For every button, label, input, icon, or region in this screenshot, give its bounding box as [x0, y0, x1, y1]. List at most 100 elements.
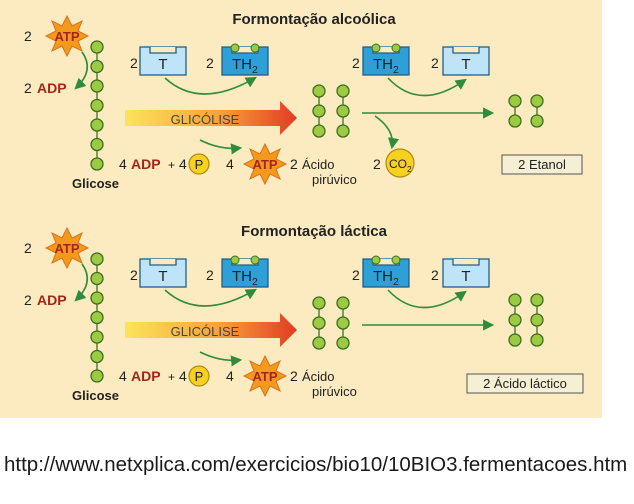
glycolysis-atp-arrow — [199, 351, 243, 367]
hydrogen-icon — [391, 255, 401, 265]
t-coefficient: 2 — [130, 267, 138, 283]
molecule-bead-icon — [508, 333, 522, 347]
glicolise-arrow — [125, 101, 297, 135]
th2-right-coefficient: 2 — [352, 55, 360, 71]
molecule-bead-icon — [312, 84, 326, 98]
molecule-bead-icon — [336, 84, 350, 98]
molecule-bead-icon — [508, 94, 522, 108]
product-box — [466, 373, 584, 394]
molecule-bead-icon — [90, 118, 104, 132]
glicolise-arrow — [125, 313, 297, 347]
hydrogen-icon — [230, 43, 240, 53]
molecule-bead-icon — [90, 349, 104, 364]
adp-label: ADP — [37, 292, 67, 308]
th2-right-coefficient: 2 — [352, 267, 360, 283]
co2-coefficient: 2 — [373, 156, 381, 172]
plus-sign: + — [168, 370, 175, 384]
molecule-bead-icon — [336, 316, 350, 330]
molecule-bead-icon — [530, 94, 544, 108]
t-label: T — [158, 56, 167, 73]
piruvico-label-line2: pirúvico — [312, 384, 357, 399]
molecule-bead-icon — [312, 104, 326, 118]
molecule-bead-icon — [312, 124, 326, 138]
carrier-notch — [452, 47, 480, 54]
molecule-bead-icon — [90, 79, 104, 93]
t-coefficient: 2 — [130, 55, 138, 71]
product-box — [501, 154, 583, 175]
molecule-bead-icon — [508, 313, 522, 327]
molecule-bead-icon — [530, 313, 544, 327]
section-title: Formontação alcoólica — [232, 11, 396, 28]
th2-label: TH2 — [232, 268, 258, 288]
plus-sign: + — [168, 158, 175, 172]
th2-to-t-arrow — [387, 289, 467, 309]
molecule-bead-icon — [312, 296, 326, 310]
th2-right-label: TH2 — [373, 268, 399, 288]
atp-label: ATP — [252, 157, 277, 172]
co2-arrow — [374, 115, 400, 150]
piruvico-label-line2: pirúvico — [312, 172, 357, 187]
hydrogen-icon — [391, 43, 401, 53]
adp-label: ADP — [37, 80, 67, 96]
molecule-bead-icon — [508, 114, 522, 128]
t-to-th2-arrow — [164, 76, 257, 95]
phosphate-icon — [188, 153, 210, 175]
molecule-bead-icon — [336, 336, 350, 350]
molecule-bead-icon — [312, 316, 326, 330]
t-right-coefficient: 2 — [431, 55, 439, 71]
th2-label: TH2 — [232, 56, 258, 76]
molecule-bead-icon — [336, 296, 350, 310]
product-label: 2 Etanol — [518, 157, 566, 172]
adp-bottom-coefficient: 4 — [119, 156, 127, 172]
molecule-bead-icon — [90, 252, 104, 266]
molecule-bead-icon — [508, 293, 522, 307]
piruvico-label-line1: Ácido — [302, 157, 335, 172]
adp-coefficient: 2 — [24, 80, 32, 96]
hydrogen-icon — [250, 255, 260, 265]
th2-coefficient: 2 — [206, 55, 214, 71]
adp-bottom-coefficient: 4 — [119, 368, 127, 384]
molecule-bead-icon — [90, 98, 104, 113]
molecule-bead-icon — [90, 330, 104, 344]
th2-coefficient: 2 — [206, 267, 214, 283]
glycolysis-atp-arrow — [199, 139, 243, 155]
glicolise-label: GLICÓLISE — [171, 324, 240, 339]
molecule-bead-icon — [90, 369, 104, 383]
hydrogen-icon — [371, 43, 381, 53]
product-label: 2 Ácido láctico — [483, 376, 567, 391]
th2-to-t-arrow — [387, 77, 467, 97]
phosphate-coefficient: 4 — [179, 156, 187, 172]
co2-icon — [385, 148, 415, 178]
molecule-bead-icon — [530, 114, 544, 128]
source-url[interactable]: http://www.netxplica.com/exercicios/bio1… — [4, 453, 628, 476]
molecule-bead-icon — [90, 59, 104, 74]
molecule-bead-icon — [90, 157, 104, 171]
atp-coefficient: 2 — [24, 28, 32, 44]
carrier-notch — [149, 47, 177, 54]
atp-label: ATP — [252, 369, 277, 384]
t-right-coefficient: 2 — [431, 267, 439, 283]
molecule-bead-icon — [90, 291, 104, 305]
molecule-bead-icon — [90, 137, 104, 152]
adp-bottom-label: ADP — [131, 368, 161, 384]
molecule-bead-icon — [336, 104, 350, 118]
hydrogen-icon — [230, 255, 240, 265]
adp-coefficient: 2 — [24, 292, 32, 308]
th2-right-label: TH2 — [373, 56, 399, 76]
molecule-bead-icon — [90, 271, 104, 286]
t-right-label: T — [461, 56, 470, 73]
carrier-notch — [452, 259, 480, 266]
molecule-bead-icon — [312, 336, 326, 350]
piruvico-coefficient: 2 — [290, 156, 298, 172]
glucose-label: Glicose — [72, 388, 119, 403]
molecule-bead-icon — [530, 333, 544, 347]
hydrogen-icon — [371, 255, 381, 265]
t-to-th2-arrow — [164, 288, 257, 307]
t-right-label: T — [461, 268, 470, 285]
t-label: T — [158, 268, 167, 285]
phosphate-coefficient: 4 — [179, 368, 187, 384]
piruvico-label-line1: Ácido — [302, 369, 335, 384]
